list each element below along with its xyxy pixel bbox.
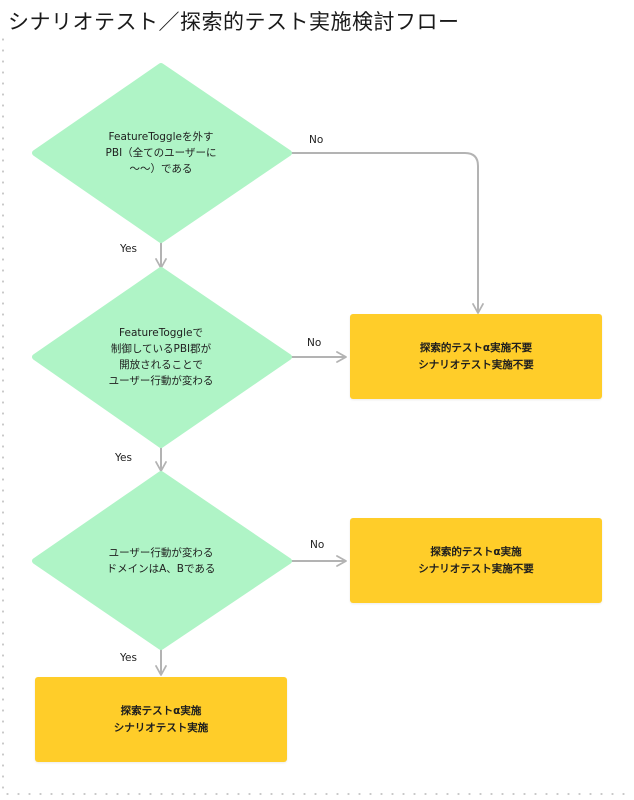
edge-label-d2-yes: Yes: [115, 452, 132, 464]
edge-label-d1-yes: Yes: [120, 243, 137, 255]
canvas-edge-bottom: [2, 793, 632, 795]
decision-diamond-2: [32, 267, 292, 448]
decision-2-text: FeatureToggleで 制御しているPBI郡が 開放されることで ユーザー…: [108, 327, 214, 387]
connector-d1-no: [288, 152, 484, 314]
page-title: シナリオテスト／探索的テスト実施検討フロー: [8, 10, 460, 34]
canvas-edge-left: [2, 34, 4, 794]
edge-label-d1-no: No: [309, 134, 324, 146]
decision-3-text: ユーザー行動が変わる ドメインはA、Bである: [106, 547, 216, 575]
decision-diamond-1: [32, 63, 292, 243]
terminal-box-1: 探索的テストα実施不要 シナリオテスト実施不要: [350, 314, 602, 399]
terminal-box-2: 探索的テストα実施 シナリオテスト実施不要: [350, 518, 602, 603]
edge-label-d2-no: No: [307, 337, 322, 349]
terminal-box-3: 探索テストα実施 シナリオテスト実施: [35, 677, 287, 762]
edge-label-d3-no: No: [310, 539, 325, 551]
edge-label-d3-yes: Yes: [120, 652, 137, 664]
decision-1-text: FeatureToggleを外す PBI（全てのユーザーに 〜〜）である: [105, 131, 217, 175]
decision-diamond-3: [32, 471, 292, 650]
